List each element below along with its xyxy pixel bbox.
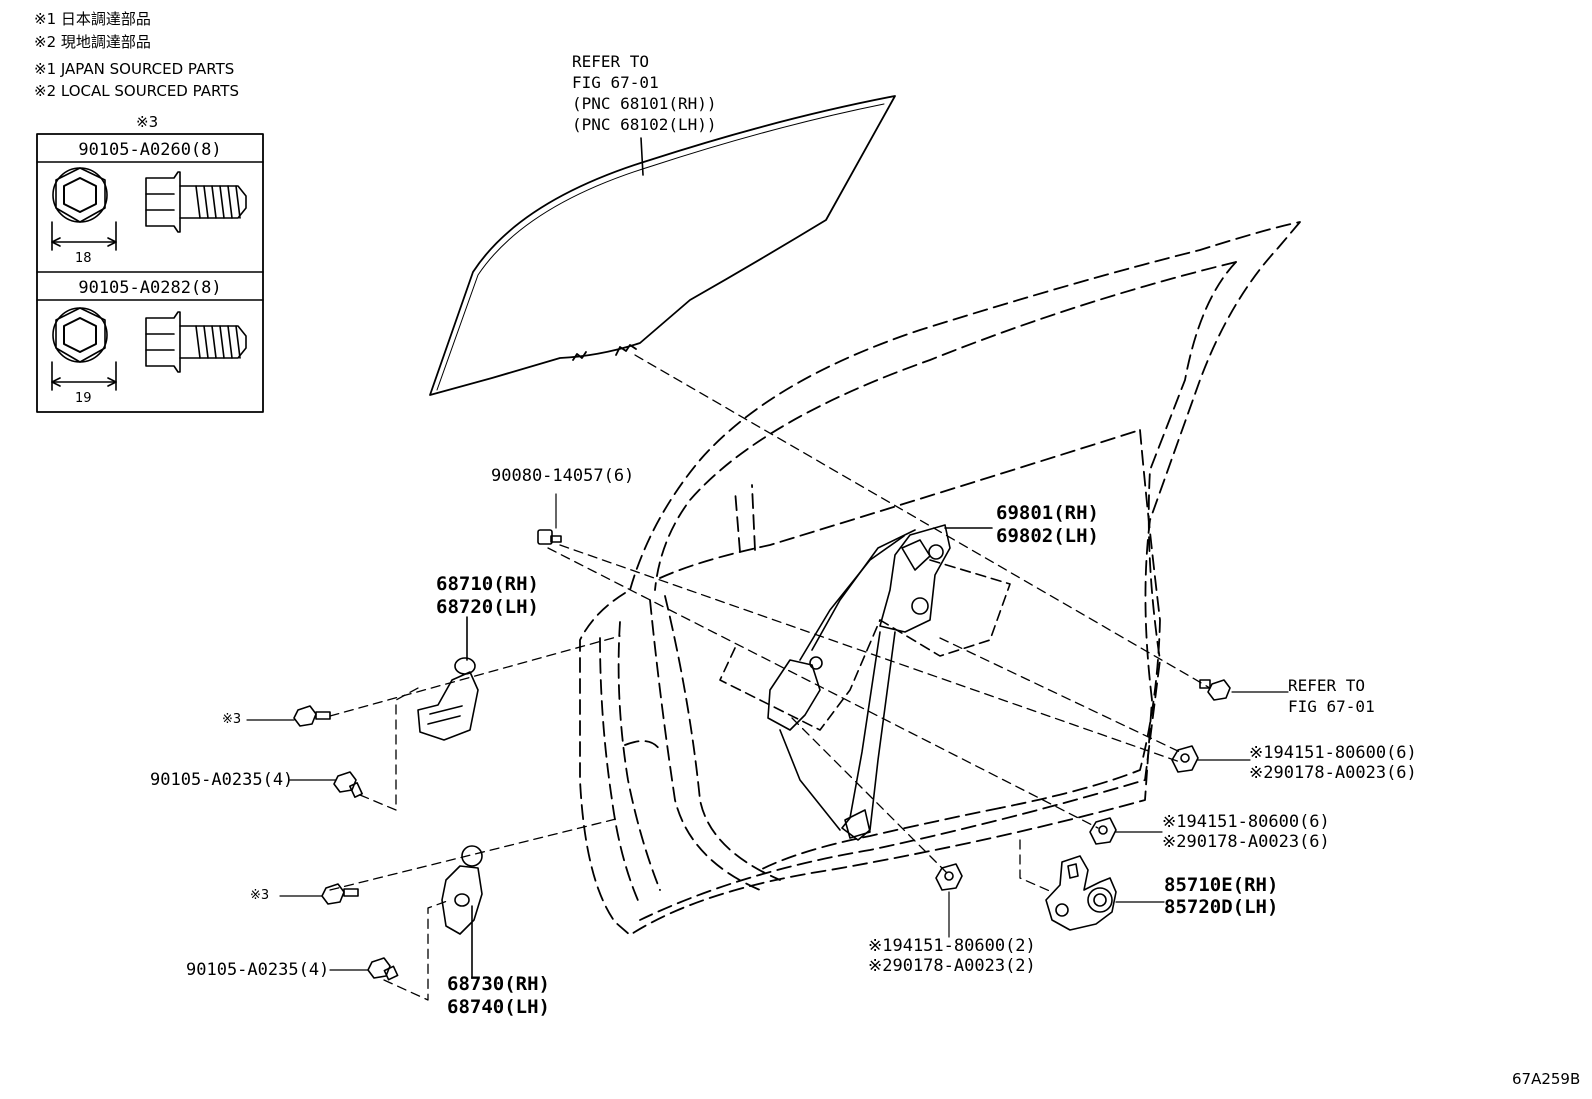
regulator-motor (1045, 855, 1117, 931)
flange-bolt-icon (51, 307, 247, 391)
bolt-table-dimension-1: 18 (75, 251, 92, 266)
lower-hinge-callout-lh: 68740(LH) (447, 996, 550, 1018)
nut-right-2-callout-japan: ※194151-80600(6) (1162, 812, 1330, 832)
flange-bolt-icon (51, 167, 247, 251)
bolt-top-callout: 90080-14057(6) (491, 466, 635, 486)
lower-hinge-bolt-callout: 90105-A0235(4) (186, 960, 330, 980)
ref3-top-callout: ※3 (222, 712, 242, 727)
upper-hinge-callout-rh: 68710(RH) (436, 573, 539, 595)
lower-hinge-callout-rh: 68730(RH) (447, 973, 550, 995)
fig-ref-line-2: FIG 67-01 (1288, 697, 1375, 716)
upper-hinge (417, 657, 479, 741)
motor-callout-rh: 85710E(RH) (1164, 874, 1279, 896)
legend-local-sourced: ※2 LOCAL SOURCED PARTS (34, 82, 239, 100)
nut-icon (1171, 745, 1199, 773)
ref3-bottom-callout: ※3 (250, 888, 270, 903)
nut-bottom-callout-japan: ※194151-80600(2) (868, 936, 1036, 956)
leader-lines (246, 493, 1289, 971)
fig-ref-line-1: REFER TO (1288, 676, 1366, 695)
bolt-icon (537, 529, 562, 545)
bolt-icon (333, 771, 363, 798)
bolt-table-marker: ※3 (136, 113, 159, 131)
upper-hinge-bolt-callout: 90105-A0235(4) (150, 770, 294, 790)
window-regulator (767, 524, 951, 841)
bolt-icon (367, 957, 399, 981)
door-glass (429, 95, 896, 396)
glass-ref-line-2: FIG 67-01 (572, 73, 659, 92)
nut-right-1-callout-japan: ※194151-80600(6) (1249, 743, 1417, 763)
nut-icon (935, 863, 963, 891)
nut-right-2-callout-local: ※290178-A0023(6) (1162, 832, 1330, 852)
nut-right-1-callout-local: ※290178-A0023(6) (1249, 763, 1417, 783)
nut-bottom-callout-local: ※290178-A0023(2) (868, 956, 1036, 976)
glass-ref-line-4: (PNC 68102(LH)) (572, 115, 717, 134)
regulator-callout-rh: 69801(RH) (996, 502, 1099, 524)
legend-japan-sourced: ※1 JAPAN SOURCED PARTS (34, 60, 235, 78)
bolt-table-dimension-2: 19 (75, 391, 92, 406)
bolt-table-part-2: 90105-A0282(8) (78, 278, 222, 298)
bolt-table (36, 133, 264, 413)
lower-hinge (441, 845, 483, 979)
figure-code: 67A259B (1512, 1070, 1581, 1088)
bolt-icon (321, 883, 359, 905)
upper-hinge-callout-lh: 68720(LH) (436, 596, 539, 618)
regulator-callout-lh: 69802(LH) (996, 525, 1099, 547)
regulator-outline (719, 559, 1011, 731)
projection-lines (329, 354, 1211, 1001)
legend-japan-sourced-jp: ※1 日本調達部品 (34, 10, 151, 28)
bolt-icon (293, 705, 331, 727)
glass-ref-line-3: (PNC 68101(RH)) (572, 94, 717, 113)
legend-local-sourced-jp: ※2 現地調達部品 (34, 33, 151, 51)
glass-ref-line-1: REFER TO (572, 52, 650, 71)
door-panel (579, 221, 1301, 936)
bolt-icon (1199, 679, 1231, 701)
glass-leader (640, 137, 644, 176)
nut-icon (1089, 817, 1117, 845)
motor-callout-lh: 85720D(LH) (1164, 896, 1279, 918)
bolt-table-part-1: 90105-A0260(8) (78, 140, 222, 160)
